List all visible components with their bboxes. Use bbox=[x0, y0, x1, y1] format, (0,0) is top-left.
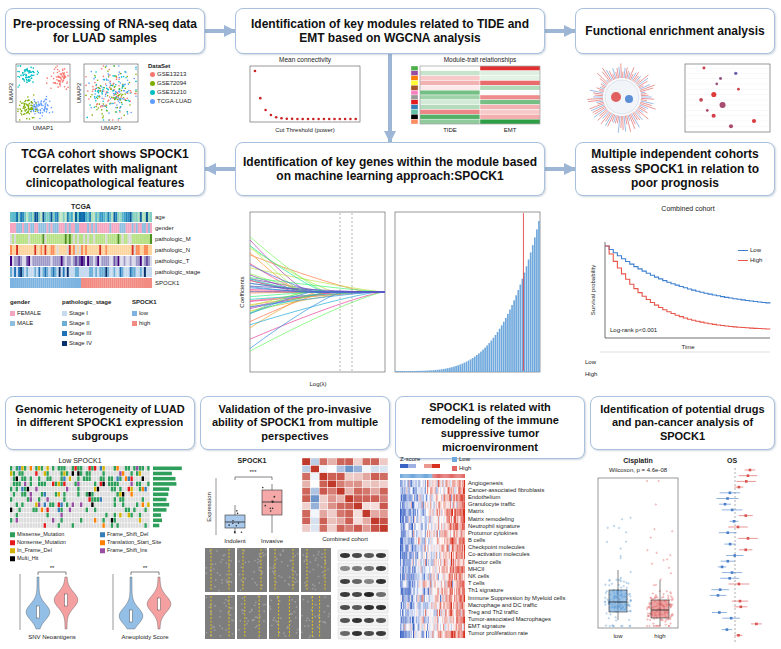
figure-stage: Pre-processing of RNA-seq data for LUAD … bbox=[0, 0, 781, 649]
